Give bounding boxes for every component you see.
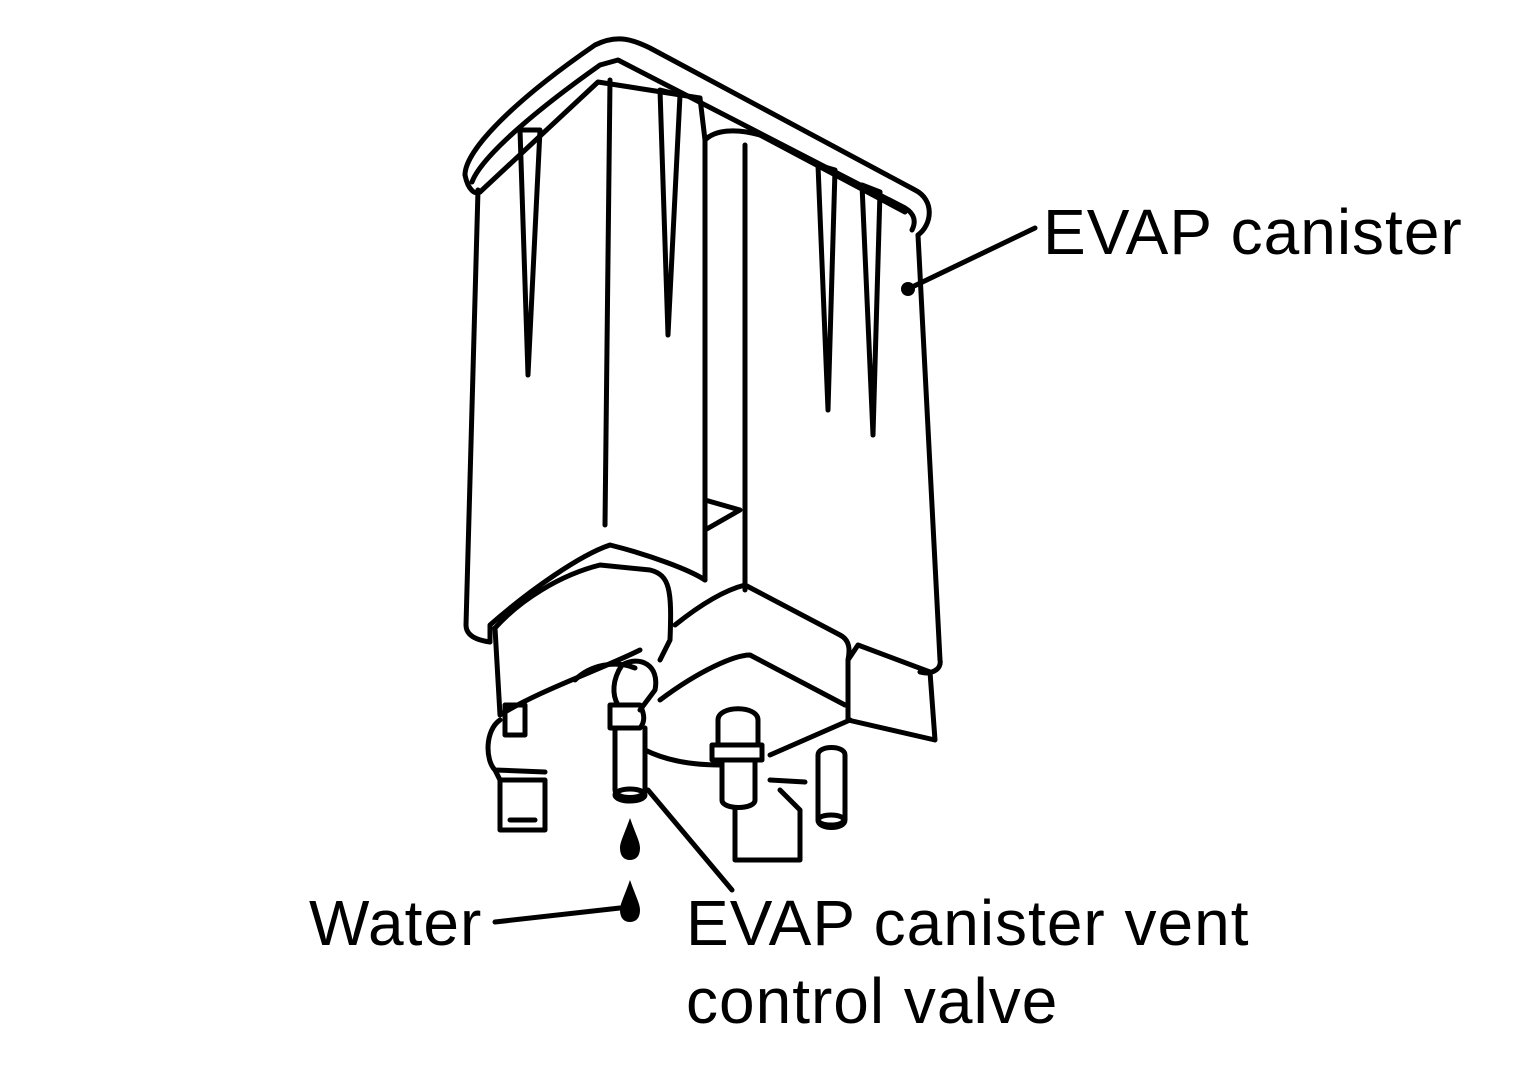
left-connector-illustration xyxy=(485,702,548,833)
vent-control-valve-label-line2: control valve xyxy=(686,965,1059,1037)
center-nozzle-illustration xyxy=(709,706,808,863)
evap-canister-label: EVAP canister xyxy=(1043,196,1463,268)
evap-canister-illustration xyxy=(462,36,943,758)
vent-control-valve-illustration xyxy=(607,658,723,804)
canister-leader-line xyxy=(907,225,1038,291)
water-leader-line xyxy=(492,905,623,925)
right-nozzle-illustration xyxy=(815,745,848,830)
vent-control-valve-label-line1: EVAP canister vent xyxy=(686,887,1250,959)
water-label: Water xyxy=(309,887,483,959)
valve-leader-line xyxy=(645,787,735,893)
water-drop-icon xyxy=(620,818,640,860)
vent-control-valve-label: EVAP canister vent control valve xyxy=(686,884,1249,1040)
water-drop-icon xyxy=(620,880,640,922)
canister-leader-dot xyxy=(901,282,915,296)
